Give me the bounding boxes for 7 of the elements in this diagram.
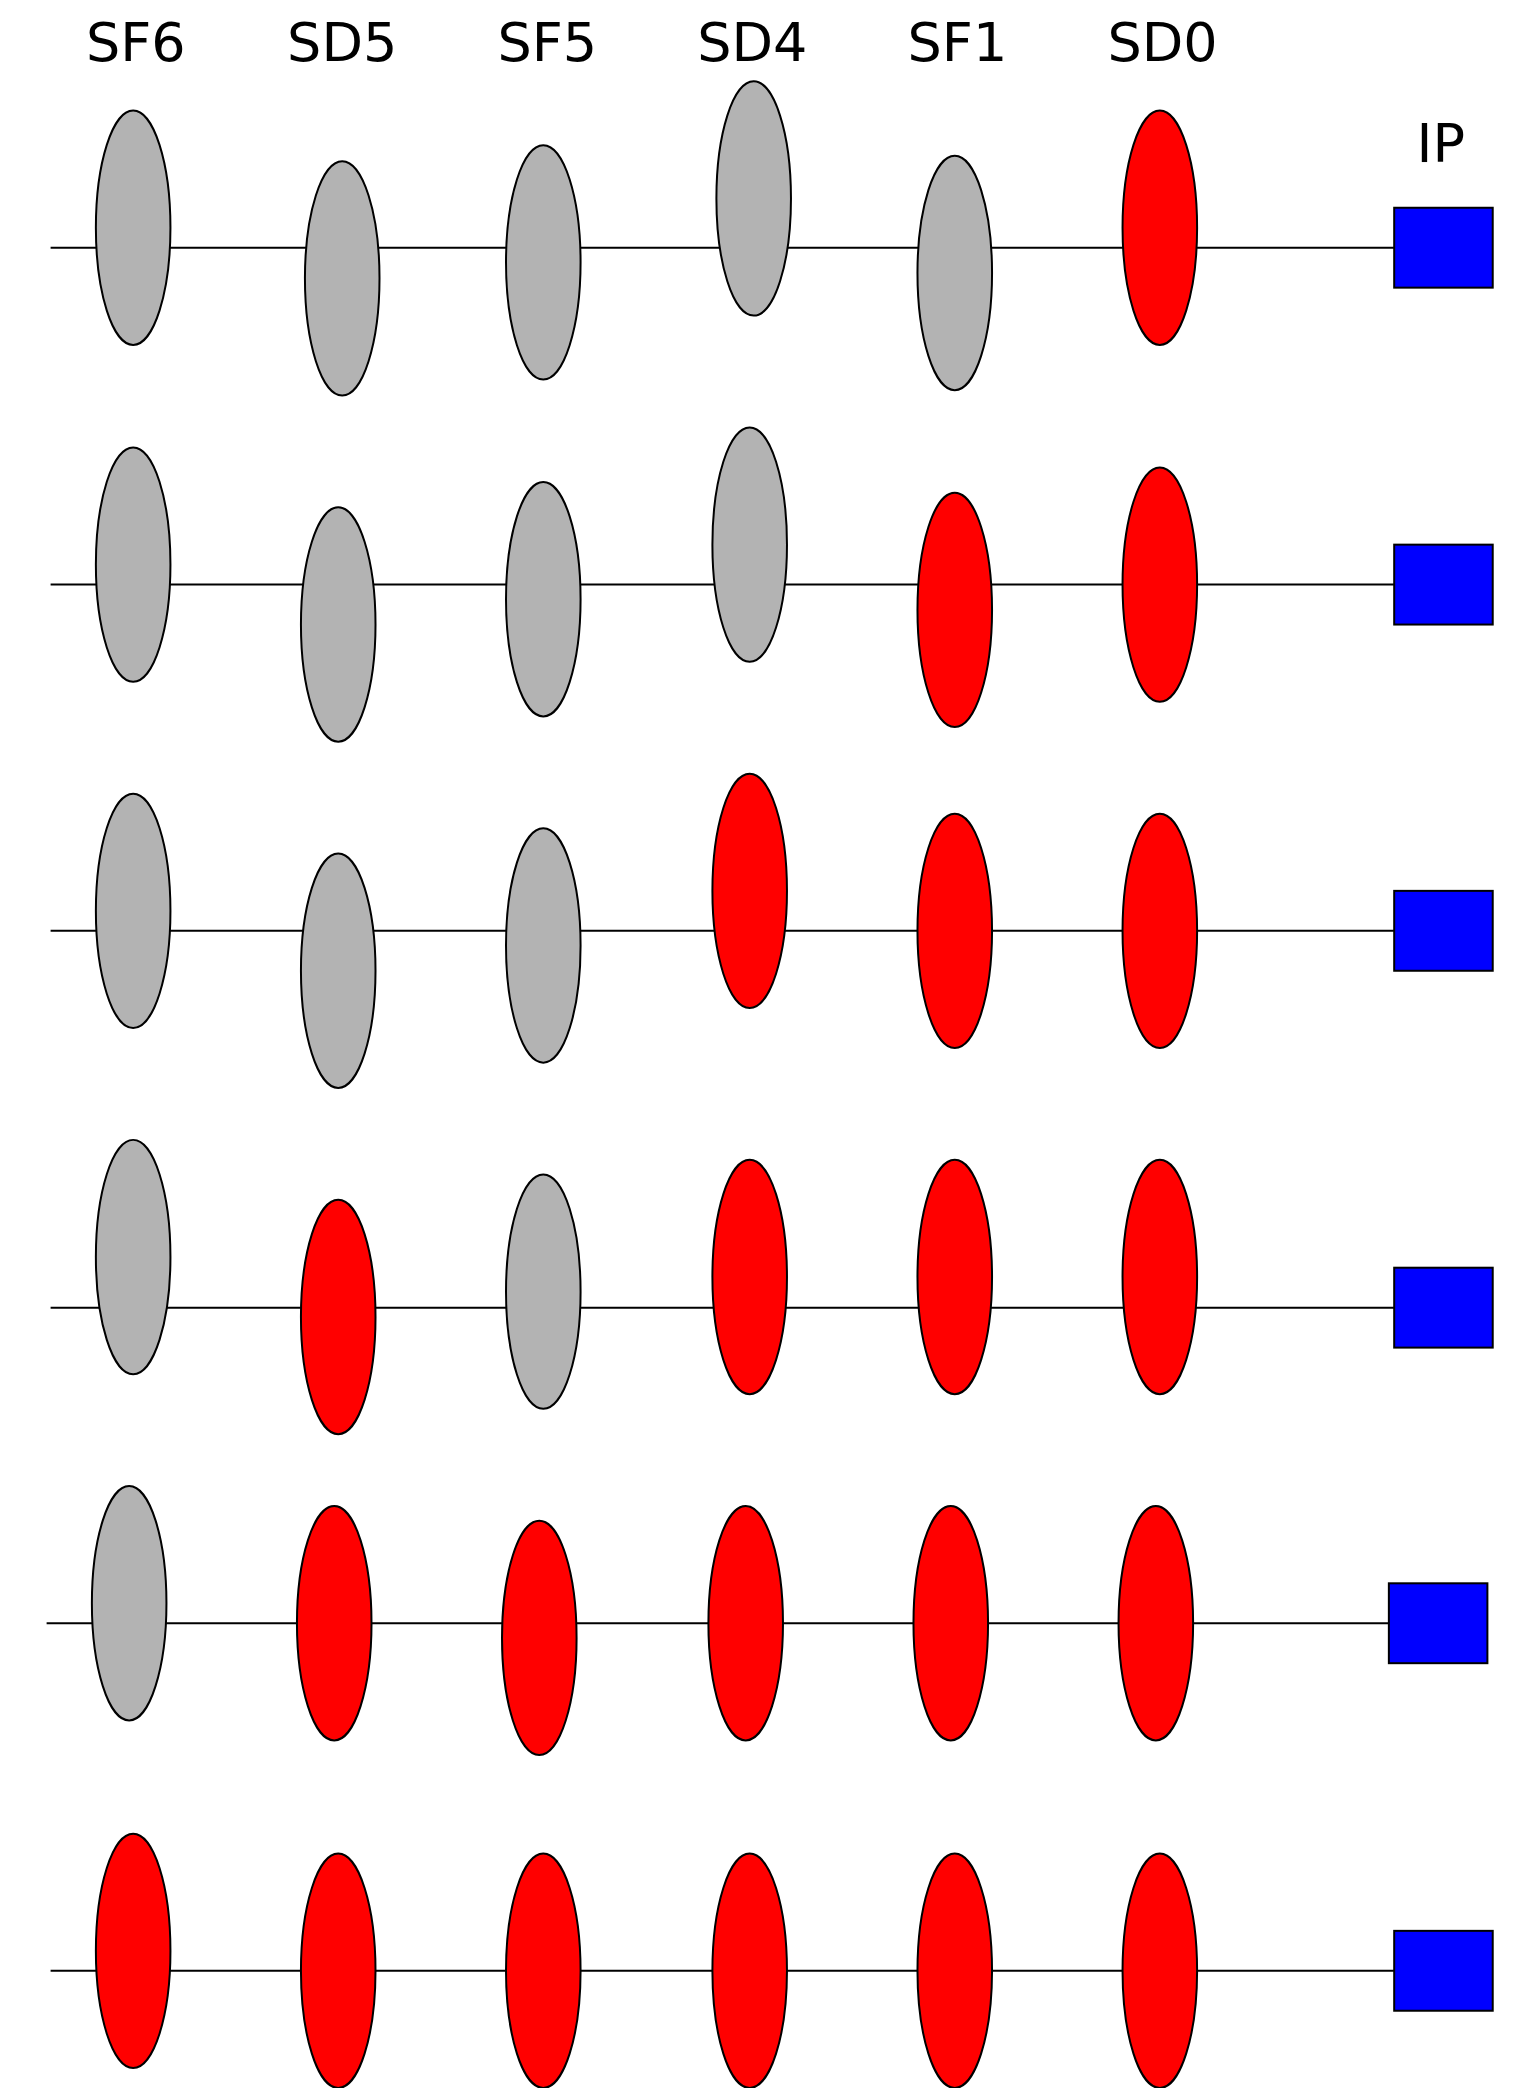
magnet-label: SD5 [287,15,398,70]
magnet-label: SF6 [85,15,186,70]
magnet-label: SF1 [907,15,1008,70]
magnet-label: SD4 [697,15,808,70]
magnet-label: SF5 [497,15,598,70]
magnet-label: IP [1416,117,1466,172]
magnet-label: SD0 [1107,15,1218,70]
